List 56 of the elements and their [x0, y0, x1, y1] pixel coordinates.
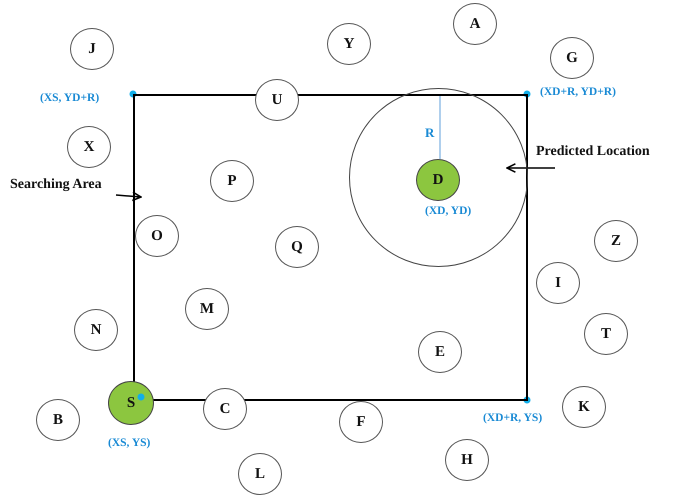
node-letter: O [151, 228, 163, 244]
node-letter: E [434, 344, 445, 360]
node-circle [238, 453, 282, 495]
node-letter: I [555, 274, 561, 292]
node-circle [594, 220, 638, 262]
coordinate-label: (XD+R, YS) [483, 412, 542, 424]
annotation-text: Predicted Location [536, 144, 650, 160]
node-letter: Y [344, 36, 354, 52]
node-letter: U [272, 92, 282, 108]
range-circle [349, 88, 528, 267]
node-circle [203, 388, 247, 430]
node-letter: D [432, 172, 444, 188]
coordinate-label: (XS, YD+R) [40, 92, 100, 104]
coordinate-label: (XD, YD) [425, 205, 472, 217]
node-letter: F [356, 414, 366, 430]
annotation-text: Searching Area [10, 177, 102, 193]
node-letter: P [227, 172, 237, 190]
node-letter: A [470, 16, 480, 32]
node-letter: Z [610, 232, 621, 250]
node-circle [339, 401, 383, 443]
node-letter: S [126, 394, 136, 412]
highlighted-node-circle [416, 159, 460, 201]
arrow [506, 163, 555, 173]
node-letter: T [600, 326, 611, 342]
arrow [116, 191, 142, 202]
dimension-label: R [425, 125, 434, 141]
node-letter: K [578, 398, 590, 416]
node-letter: J [88, 40, 96, 58]
node-letter: M [200, 300, 214, 318]
node-circle [67, 126, 111, 168]
node-circle [275, 226, 319, 268]
node-letter: B [52, 412, 63, 428]
node-circle [210, 160, 254, 202]
node-letter: G [566, 50, 578, 66]
node-letter: X [84, 138, 94, 156]
node-letter: Q [291, 238, 303, 256]
node-letter: C [220, 400, 230, 418]
node-circle [255, 79, 299, 121]
node-circle [36, 399, 80, 441]
node-circle [418, 331, 462, 373]
node-circle [536, 262, 580, 304]
node-circle [550, 37, 594, 79]
node-circle [453, 3, 497, 45]
node-circle [327, 23, 371, 65]
node-circle [74, 309, 118, 351]
node-circle [70, 28, 114, 70]
node-letter: H [461, 452, 473, 468]
highlighted-node-circle [108, 381, 154, 425]
node-circle [445, 439, 489, 481]
node-circle [562, 386, 606, 428]
node-letter: L [254, 466, 265, 482]
coordinate-label: (XS, YS) [108, 437, 150, 449]
node-circle [584, 313, 628, 355]
node-circle [185, 288, 229, 330]
node-circle [135, 215, 179, 257]
node-letter: N [90, 322, 102, 338]
